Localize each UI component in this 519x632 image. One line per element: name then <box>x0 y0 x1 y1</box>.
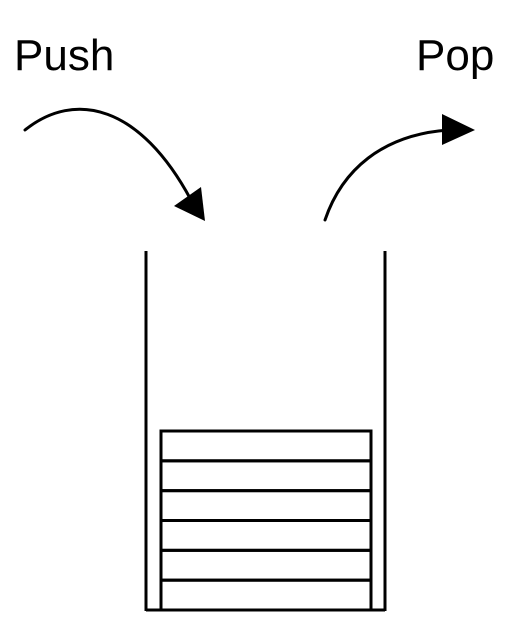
push-arrowhead <box>174 187 205 221</box>
stack-item <box>159 519 373 552</box>
pop-arrow <box>323 128 450 222</box>
stack-items <box>159 429 373 612</box>
pop-label: Pop <box>416 31 495 80</box>
stack-item <box>159 578 373 612</box>
push-label: Push <box>14 31 115 80</box>
pop-arrowhead <box>442 114 475 145</box>
push-arrow <box>23 107 193 202</box>
stack-item <box>159 459 373 493</box>
stack-item <box>159 489 373 522</box>
stack-item <box>159 548 373 582</box>
stack-item <box>159 429 373 463</box>
